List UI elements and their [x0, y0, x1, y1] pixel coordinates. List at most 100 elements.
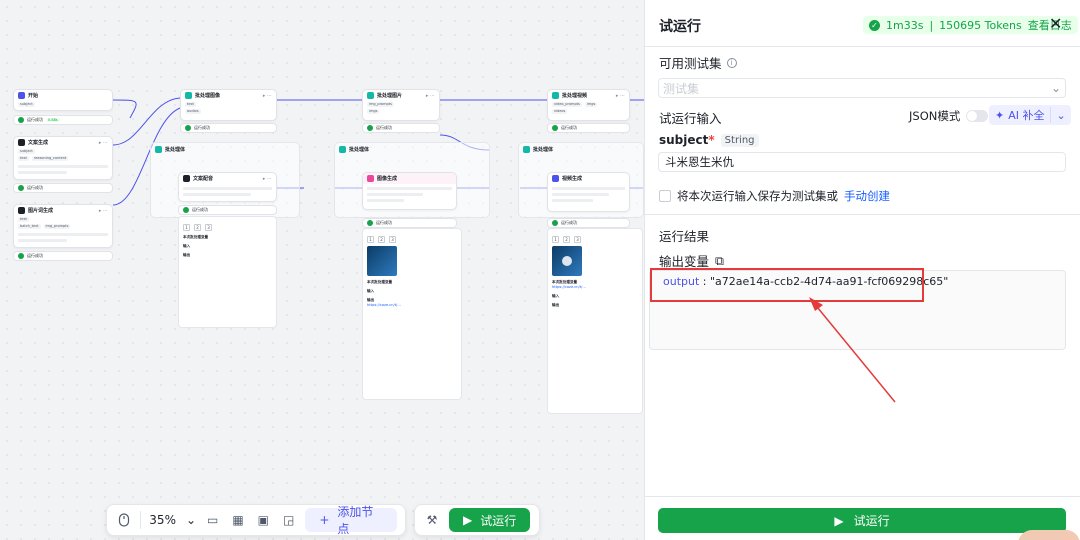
footer-divider — [645, 496, 1080, 497]
image-icon[interactable]: ▣ — [257, 513, 270, 527]
zoom-value: 35% — [149, 513, 176, 527]
node-line — [18, 233, 108, 236]
ai-fill-button[interactable]: ✦AI 补全 ⌄ — [989, 105, 1071, 125]
play-icon — [562, 256, 572, 266]
page-3[interactable]: 3 — [574, 236, 581, 243]
node-img-gen[interactable]: 图像生成 — [362, 172, 457, 210]
param-type: String — [720, 133, 759, 147]
page-1[interactable]: 1 — [183, 224, 190, 231]
node-menu-icon[interactable]: ▸ ⋯ — [615, 92, 625, 99]
comment-icon[interactable]: ▭ — [207, 513, 219, 527]
minimap-icon[interactable]: ◲ — [283, 513, 295, 527]
output-var-label: 输出变量 ⧉ — [659, 251, 724, 270]
save-test-set-row: 将本次运行输入保存为测试集或手动创建 — [659, 188, 890, 204]
node-start[interactable]: 开始 subject — [13, 89, 113, 111]
field-chip: imgs — [584, 102, 598, 107]
output-box — [649, 270, 1066, 350]
page-1[interactable]: 1 — [367, 236, 374, 243]
output-var-text: 输出变量 — [659, 254, 710, 269]
canvas-run-button[interactable]: ▶试运行 — [449, 508, 531, 532]
page-2[interactable]: 2 — [378, 236, 385, 243]
canvas-toolbar: 35%⌄ ▭ ▦ ▣ ◲ +添加节点 — [106, 504, 406, 536]
node-menu-icon[interactable]: ▸ ⋯ — [262, 92, 272, 99]
video-icon — [552, 175, 559, 182]
section-title: 输入 — [367, 289, 375, 293]
node-batch-2[interactable]: 批处理图片▸ ⋯ img_prompts imgs — [362, 89, 440, 121]
save-checkbox[interactable] — [659, 190, 671, 202]
copy-icon[interactable]: ⧉ — [715, 252, 724, 268]
test-set-select[interactable]: 测试集⌄ — [658, 78, 1066, 98]
json-mode-label: JSON模式 — [909, 109, 961, 123]
success-icon — [552, 125, 558, 131]
node-video-gen[interactable]: 视频生成 — [547, 172, 630, 212]
group-title: 批处理体 — [165, 147, 186, 153]
node-line — [183, 193, 251, 196]
group-title: 批处理体 — [533, 147, 554, 153]
node-text-voice[interactable]: 文案配音 ▸ ⋯ — [178, 172, 277, 202]
node-batch-1[interactable]: 批处理图像▸ ⋯ text audios — [180, 89, 277, 121]
page-2[interactable]: 2 — [563, 236, 570, 243]
view-log-link[interactable]: 查看日志 — [1027, 19, 1072, 32]
start-icon — [18, 92, 25, 99]
subject-input[interactable]: 斗米恩生米仇 — [658, 152, 1066, 172]
field-chip: subject — [18, 149, 35, 154]
node-batch-1-status: 运行成功 — [180, 123, 277, 133]
node-line — [552, 187, 625, 190]
page-2[interactable]: 2 — [194, 224, 201, 231]
result-link[interactable]: https://coze.cn/t/… — [367, 303, 401, 307]
node-batch-2-status: 运行成功 — [362, 123, 440, 133]
divider — [140, 511, 142, 529]
section-title: 输出 — [367, 298, 375, 302]
layout-icon[interactable]: ▦ — [232, 513, 244, 527]
result-link[interactable]: https://coze.cn/t/… — [552, 285, 586, 289]
wrench-icon[interactable]: ⚒ — [426, 513, 438, 527]
avatar — [1018, 530, 1080, 540]
chevron-down-icon[interactable]: ⌄ — [1056, 108, 1066, 122]
node-line — [552, 199, 593, 202]
panel-run-button[interactable]: ▶试运行 — [658, 508, 1066, 533]
page-3[interactable]: 3 — [205, 224, 212, 231]
page-1[interactable]: 1 — [552, 236, 559, 243]
video-thumbnail[interactable] — [552, 246, 582, 276]
node-text-voice-title: 文案配音 — [193, 176, 214, 182]
header-divider — [645, 46, 1080, 47]
zoom-select[interactable]: 35%⌄ — [149, 513, 196, 527]
batch-icon — [523, 146, 530, 153]
mouse-mode-icon[interactable] — [115, 511, 132, 529]
node-menu-icon[interactable]: ▸ ⋯ — [98, 139, 108, 146]
field-chip: img_prompts — [367, 102, 394, 107]
json-mode-toggle[interactable]: JSON模式 — [909, 108, 989, 124]
field-chip: text — [185, 102, 196, 107]
add-node-button[interactable]: +添加节点 — [305, 505, 397, 536]
close-icon[interactable]: ✕ — [1049, 14, 1063, 33]
output-string: "a72ae14a-ccb2-4d74-aa91-fcf069298c65" — [710, 275, 949, 288]
toggle-switch[interactable] — [966, 110, 989, 122]
batch-icon — [155, 146, 162, 153]
section-divider — [645, 214, 1080, 215]
page-3[interactable]: 3 — [389, 236, 396, 243]
node-start-title: 开始 — [28, 93, 39, 99]
status-text: 运行成功 — [376, 220, 392, 225]
output-value[interactable]: output : "a72ae14a-ccb2-4d74-aa91-fcf069… — [663, 275, 949, 288]
panel-title: 试运行 — [659, 19, 701, 35]
field-chip: img_prompts — [43, 224, 71, 229]
node-img-gen-status: 运行成功 — [362, 218, 457, 228]
node-menu-icon[interactable]: ▸ ⋯ — [98, 207, 108, 214]
annotation-arrow — [809, 297, 896, 403]
node-img-word-status: 运行成功 — [13, 251, 113, 261]
plus-icon: + — [319, 513, 330, 527]
manual-create-link[interactable]: 手动创建 — [844, 189, 890, 203]
node-menu-icon[interactable]: ▸ ⋯ — [425, 92, 435, 99]
image-thumbnail[interactable] — [367, 246, 397, 276]
node-line — [552, 193, 609, 196]
info-icon[interactable]: i — [726, 57, 737, 68]
run-result-label: 运行结果 — [659, 229, 710, 244]
node-menu-icon[interactable]: ▸ ⋯ — [262, 175, 272, 182]
